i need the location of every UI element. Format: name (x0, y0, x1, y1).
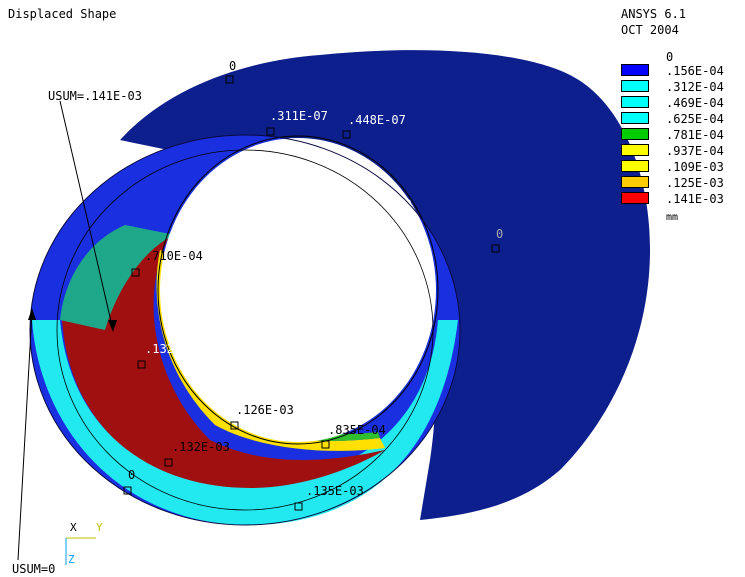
inner-teal-region (60, 225, 175, 330)
legend-label: .141E-03 (666, 192, 724, 206)
legend-swatch (621, 80, 649, 92)
legend-unit: mm (666, 212, 679, 223)
legend-swatch (621, 144, 649, 156)
legend-swatch (621, 160, 649, 172)
legend-label: .469E-04 (666, 96, 724, 110)
node-label: 0 (496, 227, 504, 241)
inner-edge (157, 135, 439, 445)
front-ring-cyan (32, 320, 458, 526)
legend-swatch (621, 64, 649, 76)
node-marker (225, 75, 234, 84)
legend-zero-label: 0 (666, 50, 674, 64)
usum-max-leader (59, 100, 114, 331)
triad-y-label: Y (96, 521, 103, 534)
legend-label: .109E-03 (666, 160, 724, 174)
node-marker (342, 130, 351, 139)
ring-line (56, 149, 434, 511)
node-label: .710E-04 (145, 249, 203, 263)
triad-z-label: Z (68, 553, 75, 566)
node-label: .448E-07 (348, 113, 406, 127)
node-label: .835E-04 (328, 423, 386, 437)
legend-swatch (621, 176, 649, 188)
node-label: .126E-03 (236, 403, 294, 417)
node-marker (321, 440, 330, 449)
node-marker (123, 486, 132, 495)
software-version: ANSYS 6.1 (621, 7, 687, 21)
node-marker (294, 502, 303, 511)
legend-swatch (621, 128, 649, 140)
usum-max-label: USUM=.141E-03 (48, 89, 142, 103)
node-label: .135E-03 (306, 484, 364, 498)
node-marker (164, 458, 173, 467)
view-title: Displaced Shape (8, 7, 117, 21)
legend-label: .937E-04 (666, 144, 724, 158)
node-marker (230, 421, 239, 430)
node-label: .132E-03 (172, 440, 230, 454)
legend-swatch (621, 96, 649, 108)
legend-swatch (621, 192, 649, 204)
usum-max-arrow (108, 320, 117, 332)
node-label: 0 (229, 59, 237, 73)
node-label: .311E-07 (270, 109, 328, 123)
run-date: OCT 2004 (621, 23, 679, 37)
node-marker (491, 244, 500, 253)
node-marker (266, 127, 275, 136)
inner-hole (160, 138, 436, 442)
legend-label: .781E-04 (666, 128, 724, 142)
node-marker (137, 360, 146, 369)
legend-label: .125E-03 (666, 176, 724, 190)
legend-label: .312E-04 (666, 80, 724, 94)
ring-line-outer (29, 134, 461, 526)
node-label: .132E-03 (145, 342, 203, 356)
legend-label: .156E-04 (666, 64, 724, 78)
usum-min-leader (17, 311, 33, 561)
outer-shell (120, 50, 650, 521)
inner-surface-red (62, 231, 385, 488)
legend-swatch (621, 112, 649, 124)
node-marker (131, 268, 140, 277)
triad-x-label: X (70, 521, 77, 534)
usum-min-arrow (28, 308, 36, 320)
legend-label: .625E-04 (666, 112, 724, 126)
usum-min-label: USUM=0 (12, 562, 56, 576)
node-label: 0 (128, 468, 136, 482)
